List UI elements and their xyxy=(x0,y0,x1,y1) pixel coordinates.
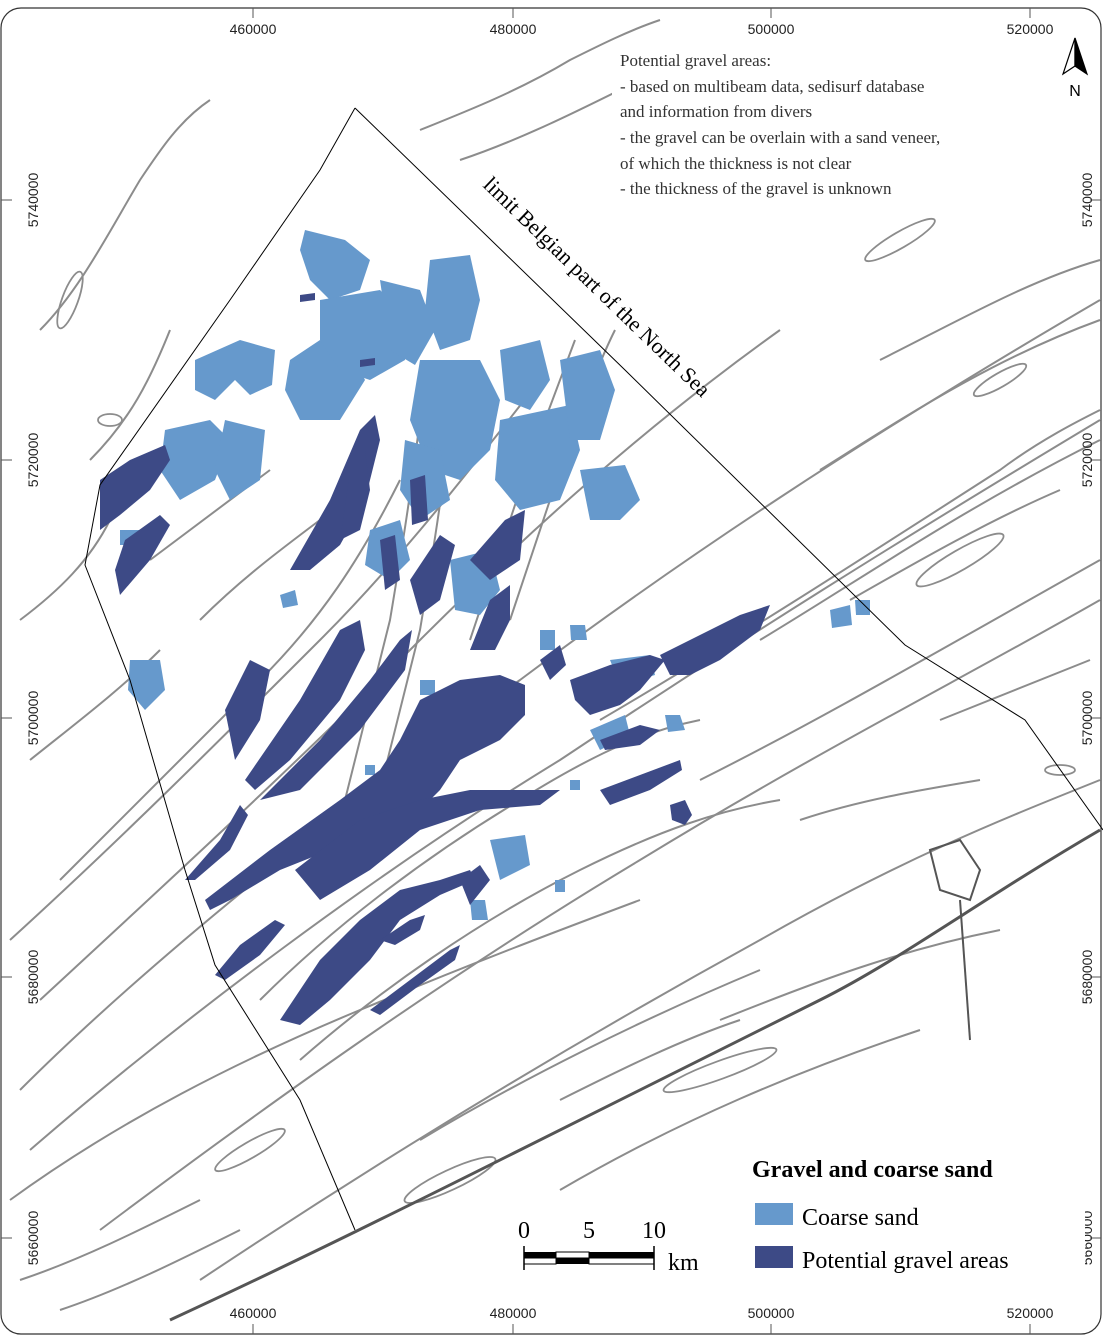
legend-label-gravel: Potential gravel areas xyxy=(802,1248,1009,1274)
scale-tick-5: 5 xyxy=(583,1218,595,1244)
notes-background xyxy=(612,44,1042,212)
north-arrow-label: N xyxy=(1069,83,1081,100)
note-line-2: - based on multibeam data, sedisurf data… xyxy=(620,77,924,96)
legend-swatch-gravel xyxy=(755,1246,793,1268)
coarse-sand-areas xyxy=(120,230,870,920)
scale-tick-10: 10 xyxy=(642,1218,666,1244)
north-arrow-right-half-icon xyxy=(1074,37,1089,76)
scale-seg-4 xyxy=(523,1257,557,1265)
x-tick-top-3: 500000 xyxy=(748,21,795,37)
scale-seg-2 xyxy=(555,1251,590,1259)
y-tick-left-1: 5740000 xyxy=(25,173,41,228)
graticule-ticks xyxy=(1,8,1101,1334)
x-tick-bottom-4: 520000 xyxy=(1007,1305,1054,1321)
y-tick-right-1: 5740000 xyxy=(1079,173,1095,228)
x-tick-top-4: 520000 xyxy=(1007,21,1054,37)
y-tick-right-2: 5720000 xyxy=(1079,433,1095,488)
note-line-4: - the gravel can be overlain with a sand… xyxy=(620,128,940,147)
coastline xyxy=(169,828,1101,1322)
scale-seg-1 xyxy=(524,1252,556,1258)
scale-seg-3 xyxy=(589,1252,654,1258)
x-tick-bottom-2: 480000 xyxy=(490,1305,537,1321)
scale-seg-5 xyxy=(556,1258,589,1264)
legend-swatch-coarse-sand xyxy=(755,1203,793,1225)
north-arrow: N xyxy=(1061,37,1089,100)
y-tick-left-4: 5680000 xyxy=(25,950,41,1005)
bpns-boundary-east xyxy=(354,107,1103,831)
scale-tick-0: 0 xyxy=(518,1218,530,1244)
x-tick-top-2: 480000 xyxy=(490,21,537,37)
note-line-6: - the thickness of the gravel is unknown xyxy=(620,179,892,198)
y-tick-right-3: 5700000 xyxy=(1079,691,1095,746)
port-pier xyxy=(959,899,971,1041)
y-tick-left-3: 5700000 xyxy=(25,691,41,746)
gravel-areas xyxy=(100,293,770,1025)
y-tick-left-2: 5720000 xyxy=(25,433,41,488)
bpns-boundary-west xyxy=(84,107,356,1231)
note-line-1: Potential gravel areas: xyxy=(620,51,771,70)
scale-bar: 0 5 10 km xyxy=(490,1205,720,1285)
note-line-5: of which the thickness is not clear xyxy=(620,154,852,173)
notes-block: Potential gravel areas: - based on multi… xyxy=(620,51,940,198)
legend-title: Gravel and coarse sand xyxy=(752,1157,993,1183)
x-tick-top-1: 460000 xyxy=(230,21,277,37)
legend-background xyxy=(740,1145,1085,1285)
legend: Gravel and coarse sand Coarse sand Poten… xyxy=(740,1145,1085,1285)
legend-label-coarse-sand: Coarse sand xyxy=(802,1205,919,1231)
scale-bar-background xyxy=(490,1205,720,1285)
note-line-3: and information from divers xyxy=(620,102,812,121)
port-zeebrugge xyxy=(928,838,982,902)
x-tick-bottom-3: 500000 xyxy=(748,1305,795,1321)
scale-seg-6 xyxy=(588,1257,655,1265)
y-tick-left-5: 5660000 xyxy=(25,1211,41,1266)
scale-unit: km xyxy=(668,1250,699,1276)
x-tick-bottom-1: 460000 xyxy=(230,1305,277,1321)
y-tick-right-4: 5680000 xyxy=(1079,950,1095,1005)
bathymetry-rings xyxy=(56,217,1076,1204)
